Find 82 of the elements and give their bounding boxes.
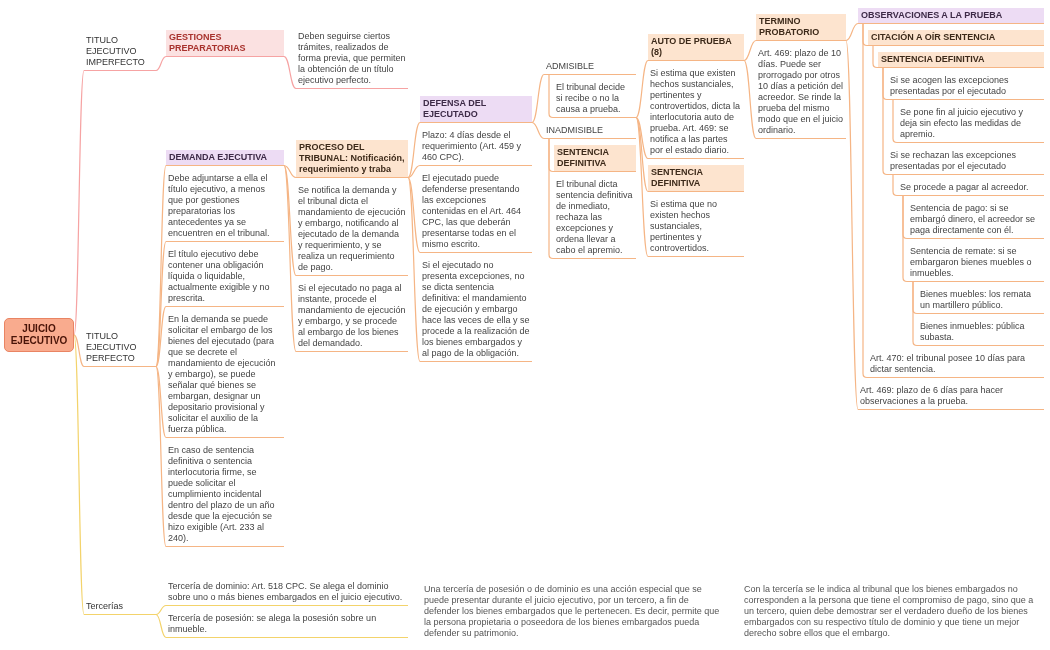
topic-text: Si se acogen las excepciones presentadas por el ejecutado: [888, 74, 1044, 100]
topic-text: Deben seguirse ciertos trámites, realizados de forma previa, que permiten la obtención de un título ejecutivo perfecto.: [296, 30, 408, 89]
connector-line: [283, 164, 297, 277]
connector-line: [531, 121, 545, 140]
topic-text: En caso de sentencia definitiva o sentencia interlocutoria firme, se puede solicitar el cumplimiento incidental dentro del plazo de un año desde que la ejecución se hizo exigible (Art. 233 al 240).: [166, 444, 284, 547]
connector-line: [845, 39, 859, 411]
connector-line: [407, 121, 421, 179]
connector-line: [155, 55, 167, 72]
note-paragraph: Con la tercería se le indica al tribunal que los bienes embargados no corresponden a la persona que tiene el compromiso de pago, sino que a un tercero, quien debe demostrar ser el verdadero dueño de los bienes embargados con su respectivo título de dominio y que tiene un mejor derecho sobre ellos que el embargo.: [744, 584, 1035, 639]
connector-line: [155, 604, 167, 616]
note-paragraph: Una tercería de posesión o de dominio es una acción especial que se puede presentar durante el juicio ejecutivo, por un tercero, a fin de defender los bienes embargados que le pertenecen. Es decir, permite que la persona propietaria o poseedora de los bienes embargados pueda defender su patrimonio.: [424, 584, 721, 639]
topic-text: Se pone fin al juicio ejecutivo y deja sin efecto las medidas de apremio.: [898, 106, 1044, 143]
topic-text: El tribunal dicta sentencia definitiva de inmediato, rechaza las excepciones y ordena llevar a cabo el apremio.: [554, 178, 636, 259]
topic-text: Si el ejecutado no presenta excepciones, no se dicta sentencia definitiva: el mandamiento de ejecución y embargo hace las veces de ella y se procede a la realización de los bienes embargados y al pago de la obligación.: [420, 259, 532, 362]
topic-text: Se procede a pagar al acreedor.: [898, 181, 1044, 196]
topic-text: INADMISIBLE: [544, 124, 636, 139]
topic-text: Si el ejecutado no paga al instante, procede el mandamiento de ejecución y embargo, y se procede al embargo de los bienes del demandado.: [296, 282, 408, 352]
connector-line: [407, 176, 421, 363]
topic-text: Sentencia de remate: si se embargaron bienes muebles o inmuebles.: [908, 245, 1044, 282]
connector-line: [743, 39, 757, 62]
topic-text: Sentencia de pago: si se embargó dinero, el acreedor se paga directamente con él.: [908, 202, 1044, 239]
topic-text: Art. 470: el tribunal posee 10 días para dictar sentencia.: [868, 352, 1044, 378]
connector-line: [155, 365, 167, 439]
topic-text: El tribunal decide si recibe o no la causa a prueba.: [554, 81, 636, 118]
topic-text: Se notifica la demanda y el tribunal dicta el mandamiento de ejecución y embargo, notificando al ejecutado de la demanda y requerimiento, y se realiza un requerimiento de pago.: [296, 184, 408, 276]
connector-line: [283, 164, 297, 179]
connector-line: [902, 195, 909, 283]
connector-line: [912, 281, 919, 347]
topic-text: ADMISIBLE: [544, 60, 636, 75]
topic-text: En la demanda se puede solicitar el embargo de los bienes del ejecutado (para que se decrete el mandamiento de ejecución y embargo), se puede señalar qué bienes se embargan, designar un depositario provisional y solicitar el auxilio de la fuerza pública.: [166, 313, 284, 438]
connector-line: [283, 164, 297, 353]
topic-text: El título ejecutivo debe contener una obligación líquida o liquidable, actualmente exigible y no prescrita.: [166, 248, 284, 307]
topic-text: El ejecutado puede defenderse presentando las excepciones contenidas en el Art. 464 CPC, las que deberán presentarse todas en el mismo escrito.: [420, 172, 532, 253]
connector-line: [548, 74, 555, 119]
connector-line: [73, 69, 85, 336]
topic-text: Plazo: 4 días desde el requerimiento (Art. 459 y 460 CPC).: [420, 129, 532, 166]
connector-line: [635, 59, 649, 119]
subtopic-box: SENTENCIA DEFINITIVA: [648, 165, 744, 192]
connector-line: [862, 23, 869, 379]
branch-topic: Tercerías: [84, 600, 156, 615]
connector-line: [892, 99, 899, 144]
connector-line: [407, 164, 421, 179]
subtopic-box: SENTENCIA DEFINITIVA: [878, 52, 1044, 68]
connector-line: [531, 73, 545, 124]
subtopic-box: OBSERVACIONES A LA PRUEBA: [858, 8, 1044, 24]
connector-line: [155, 164, 167, 368]
subtopic-box: PROCESO DEL TRIBUNAL: Notificación, requerimiento y traba: [296, 140, 408, 178]
branch-topic: TITULO EJECUTIVO IMPERFECTO: [84, 34, 156, 71]
connector-line: [635, 116, 649, 160]
subtopic-box: GESTIONES PREPARATORIAS: [166, 30, 284, 57]
topic-text: Art. 469: plazo de 6 días para hacer observaciones a la prueba.: [858, 384, 1044, 410]
connector-line: [155, 305, 167, 368]
subtopic-box: DEMANDA EJECUTIVA: [166, 150, 284, 166]
topic-text: Tercería de dominio: Art. 518 CPC. Se alega el dominio sobre uno o más bienes embargados en el juicio ejecutivo.: [166, 580, 408, 606]
topic-text: Bienes inmuebles: pública subasta.: [918, 320, 1044, 346]
connector-line: [155, 613, 167, 639]
connector-line: [892, 174, 899, 197]
connector-line: [882, 67, 889, 176]
subtopic-box: AUTO DE PRUEBA (8): [648, 34, 744, 61]
topic-text: Tercería de posesión: se alega la posesión sobre un inmueble.: [166, 612, 408, 638]
branch-topic: TITULO EJECUTIVO PERFECTO: [84, 330, 156, 367]
topic-text: Si se rechazan las excepciones presentadas por el ejecutado: [888, 149, 1044, 175]
connector-line: [283, 55, 297, 90]
topic-text: Bienes muebles: los remata un martillero público.: [918, 288, 1044, 314]
subtopic-box: CITACIÓN A OÍR SENTENCIA: [868, 30, 1044, 46]
subtopic-box: TERMINO PROBATORIO: [756, 14, 846, 41]
connector-line: [155, 365, 167, 548]
subtopic-box: SENTENCIA DEFINITIVA: [554, 145, 636, 172]
connector-line: [635, 116, 649, 258]
connector-line: [548, 138, 555, 260]
topic-text: Si estima que existen hechos sustanciales, pertinentes y controvertidos, dicta la interlocutoria auto de prueba. Art. 469: se notifica a las partes por el estado diario.: [648, 67, 744, 159]
central-topic: JUICIO EJECUTIVO: [4, 318, 74, 352]
subtopic-box: DEFENSA DEL EJECUTADO: [420, 96, 532, 123]
connector-line: [407, 176, 421, 254]
connector-line: [743, 59, 757, 140]
topic-text: Art. 469: plazo de 10 días. Puede ser prorrogado por otros 10 días a petición del acreedor. Se rinde la prueba del mismo modo que en el juicio ordinario.: [756, 47, 846, 139]
connector-line: [635, 116, 649, 193]
topic-text: Si estima que no existen hechos sustanciales, pertinentes y controvertidos.: [648, 198, 744, 257]
topic-text: Debe adjuntarse a ella el título ejecutivo, a menos que por gestiones preparatorias los antecedentes ya se encuentren en el tribunal.: [166, 172, 284, 242]
connector-line: [73, 334, 85, 368]
connector-line: [845, 22, 859, 42]
connector-line: [872, 45, 879, 69]
